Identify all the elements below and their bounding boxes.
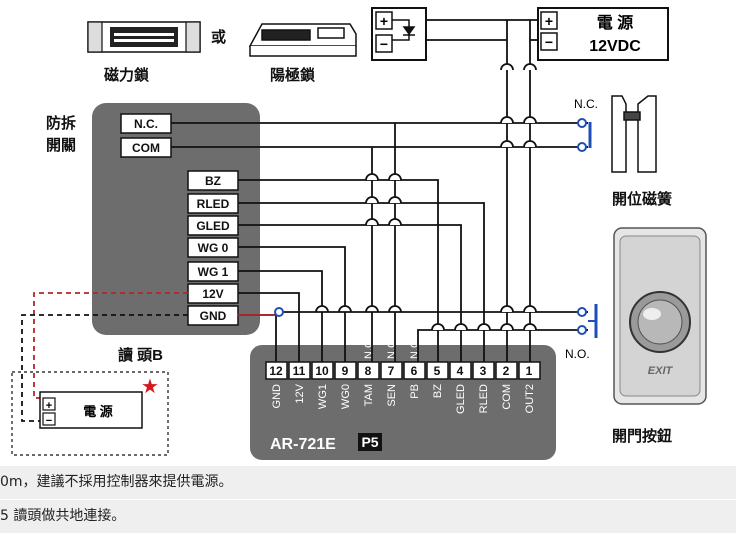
maglock-label: 磁力鎖	[104, 66, 150, 84]
reader-power-red-dashed	[33, 292, 188, 399]
reader-pin-wg0: WG 0	[198, 241, 229, 255]
electric-strike-icon	[248, 23, 357, 57]
reader-power-plus: +	[46, 400, 52, 412]
reader-pin-nc: N.C.	[134, 117, 158, 131]
reader-power-plus-box	[42, 397, 56, 411]
controller-pin-num: 8	[365, 364, 372, 378]
reader-pin-12v: 12V	[202, 287, 223, 301]
controller-pin-name: PB	[409, 384, 421, 399]
reader-pin-rled: RLED	[197, 197, 230, 211]
reader-power-frame	[11, 371, 169, 456]
controller-pin-name: SEN	[386, 384, 398, 407]
port-badge	[358, 433, 382, 451]
controller-pin-name: GND	[271, 384, 283, 409]
or-label: 或	[211, 28, 226, 46]
door-sensor-icon	[611, 95, 657, 173]
reader-power-black-dashed	[21, 314, 188, 422]
controller-pin-name: 12V	[294, 383, 306, 403]
reader-pin-com: COM	[132, 141, 160, 155]
main-power-plus: +	[545, 13, 553, 29]
controller-pin-num: 9	[342, 364, 349, 378]
contact-label-nc: N.C.	[386, 337, 398, 359]
note-1: 0m，建議不採用控制器來提供電源。	[0, 466, 736, 499]
tamper-label-1: 防拆	[46, 114, 76, 132]
reader-power-minus: −	[46, 415, 52, 427]
exit-button-icon	[613, 227, 707, 405]
star-icon: ★	[141, 376, 159, 398]
controller-pin-name: RLED	[478, 384, 490, 413]
controller-pin-num: 12	[269, 364, 283, 378]
main-power-minus-box	[540, 32, 558, 51]
diode-icon	[392, 19, 416, 41]
controller-pin-num: 5	[434, 364, 441, 378]
lock-plus: +	[380, 13, 388, 29]
controller-pin-num: 2	[503, 364, 510, 378]
reader-label: 讀 頭B	[118, 346, 163, 364]
main-power-plus-box	[540, 11, 558, 30]
controller-pin-num: 7	[388, 364, 395, 378]
controller-pin-name: GLED	[455, 384, 467, 414]
controller-pin-name: COM	[501, 384, 513, 410]
main-power-title: 電 源	[597, 13, 633, 32]
controller-pin-name: WG1	[317, 384, 329, 409]
nc-label: N.C.	[574, 97, 598, 111]
wire-node	[274, 307, 284, 317]
port-label: P5	[361, 434, 378, 450]
door-sensor-label: 開位磁簧	[612, 190, 672, 208]
controller-pin-num: 10	[315, 364, 329, 378]
controller-pin-name: BZ	[432, 384, 444, 398]
maglock-icon	[87, 21, 201, 53]
no-label: N.O.	[565, 347, 590, 361]
no-contact-icon	[577, 304, 598, 338]
note-2: 5 讀頭做共地連接。	[0, 500, 736, 533]
reader-pin-bz: BZ	[205, 174, 221, 188]
exit-text: EXIT	[648, 365, 674, 377]
reader-pin-gnd: GND	[200, 309, 227, 323]
controller-model: AR-721E	[270, 436, 336, 453]
tamper-label-2: 開關	[46, 137, 76, 154]
reader-pin-boxes	[120, 113, 239, 326]
wire-crossings	[315, 63, 537, 331]
main-power-box	[537, 7, 669, 61]
reader-power-box	[39, 391, 143, 429]
controller-pin-name: WG0	[340, 384, 352, 409]
contact-label-no: N.O.	[409, 336, 421, 359]
controller-pin-num: 3	[480, 364, 487, 378]
controller-pin-name: OUT2	[524, 384, 536, 413]
main-power-voltage: 12VDC	[589, 38, 641, 55]
main-power-minus: −	[545, 34, 553, 50]
lock-minus: −	[380, 36, 388, 52]
lock-minus-box	[375, 34, 393, 53]
controller-pin-num: 1	[526, 364, 533, 378]
contact-label-nc: N.C.	[363, 337, 375, 359]
reader-pin-wg1: WG 1	[198, 265, 229, 279]
controller-pin-num: 4	[457, 364, 464, 378]
reader-power-title: 電 源	[83, 404, 113, 419]
wires	[171, 19, 588, 362]
controller-pin-num: 11	[293, 364, 306, 378]
exit-button-label: 開門按鈕	[612, 427, 672, 445]
reader-pin-gled: GLED	[196, 219, 230, 233]
reader-power-minus-box	[42, 412, 56, 426]
strike-label: 陽極鎖	[270, 66, 316, 84]
controller-pin-num: 6	[411, 364, 418, 378]
nc-contact-icon	[577, 118, 592, 152]
controller-pin-name: TAM	[363, 384, 375, 406]
